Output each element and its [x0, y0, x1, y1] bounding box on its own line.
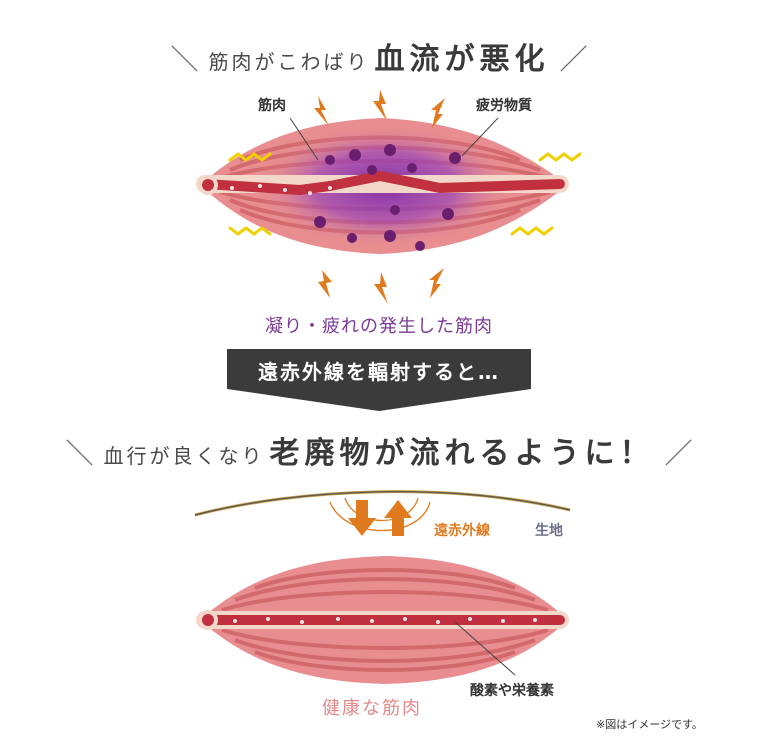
- left-slash: ＼: [170, 43, 199, 76]
- right-slash: ／: [559, 43, 588, 76]
- top-headline-small: 筋肉がこわばり: [208, 50, 370, 74]
- healthy-muscle-caption: 健康な筋肉: [322, 698, 422, 719]
- arrow-up-icon: [384, 500, 412, 536]
- image-note: ※図はイメージです。: [596, 718, 703, 731]
- bottom-headline: ＼ 血行が良くなり 老廃物が流れるように！ ／: [0, 428, 758, 472]
- healthy-muscle-stripes: [221, 568, 549, 672]
- banner-shape: [227, 349, 531, 411]
- top-headline: ＼ 筋肉がこわばり 血流が悪化 ／: [0, 34, 758, 78]
- lightning-icons: [314, 90, 445, 304]
- top-headline-big: 血流が悪化: [374, 42, 550, 77]
- stiff-blood-cells: [230, 184, 332, 195]
- label-nutrients: 酸素や栄養素: [470, 683, 554, 699]
- fatigue-particles: [314, 144, 461, 251]
- label-fatigue: 疲労物質: [476, 98, 532, 114]
- infrared-arrows: [348, 500, 412, 536]
- healthy-blood-vessel: [196, 610, 569, 630]
- label-infrared: 遠赤外線: [434, 523, 490, 539]
- stress-zigzags: [228, 152, 582, 236]
- left-slash-2: ＼: [65, 437, 94, 470]
- banner-text: 遠赤外線を輻射すると…: [258, 360, 500, 384]
- stiff-muscle-diagram: [196, 90, 582, 304]
- healthy-blood-cells: [233, 617, 537, 624]
- nutrients-pointer: [454, 621, 516, 676]
- label-muscle: 筋肉: [258, 98, 286, 114]
- radiation-arcs: [329, 497, 431, 531]
- healthy-muscle-diagram: [194, 490, 571, 684]
- label-fabric: 生地: [535, 523, 563, 539]
- right-slash-2: ／: [664, 437, 693, 470]
- bottom-headline-big: 老廃物が流れるように！: [269, 436, 655, 471]
- bottom-headline-small: 血行が良くなり: [103, 444, 265, 468]
- stiff-muscle-caption: 凝り・疲れの発生した筋肉: [265, 316, 493, 337]
- arrow-down-icon: [348, 500, 376, 536]
- stiff-blood-vessel: [196, 170, 569, 196]
